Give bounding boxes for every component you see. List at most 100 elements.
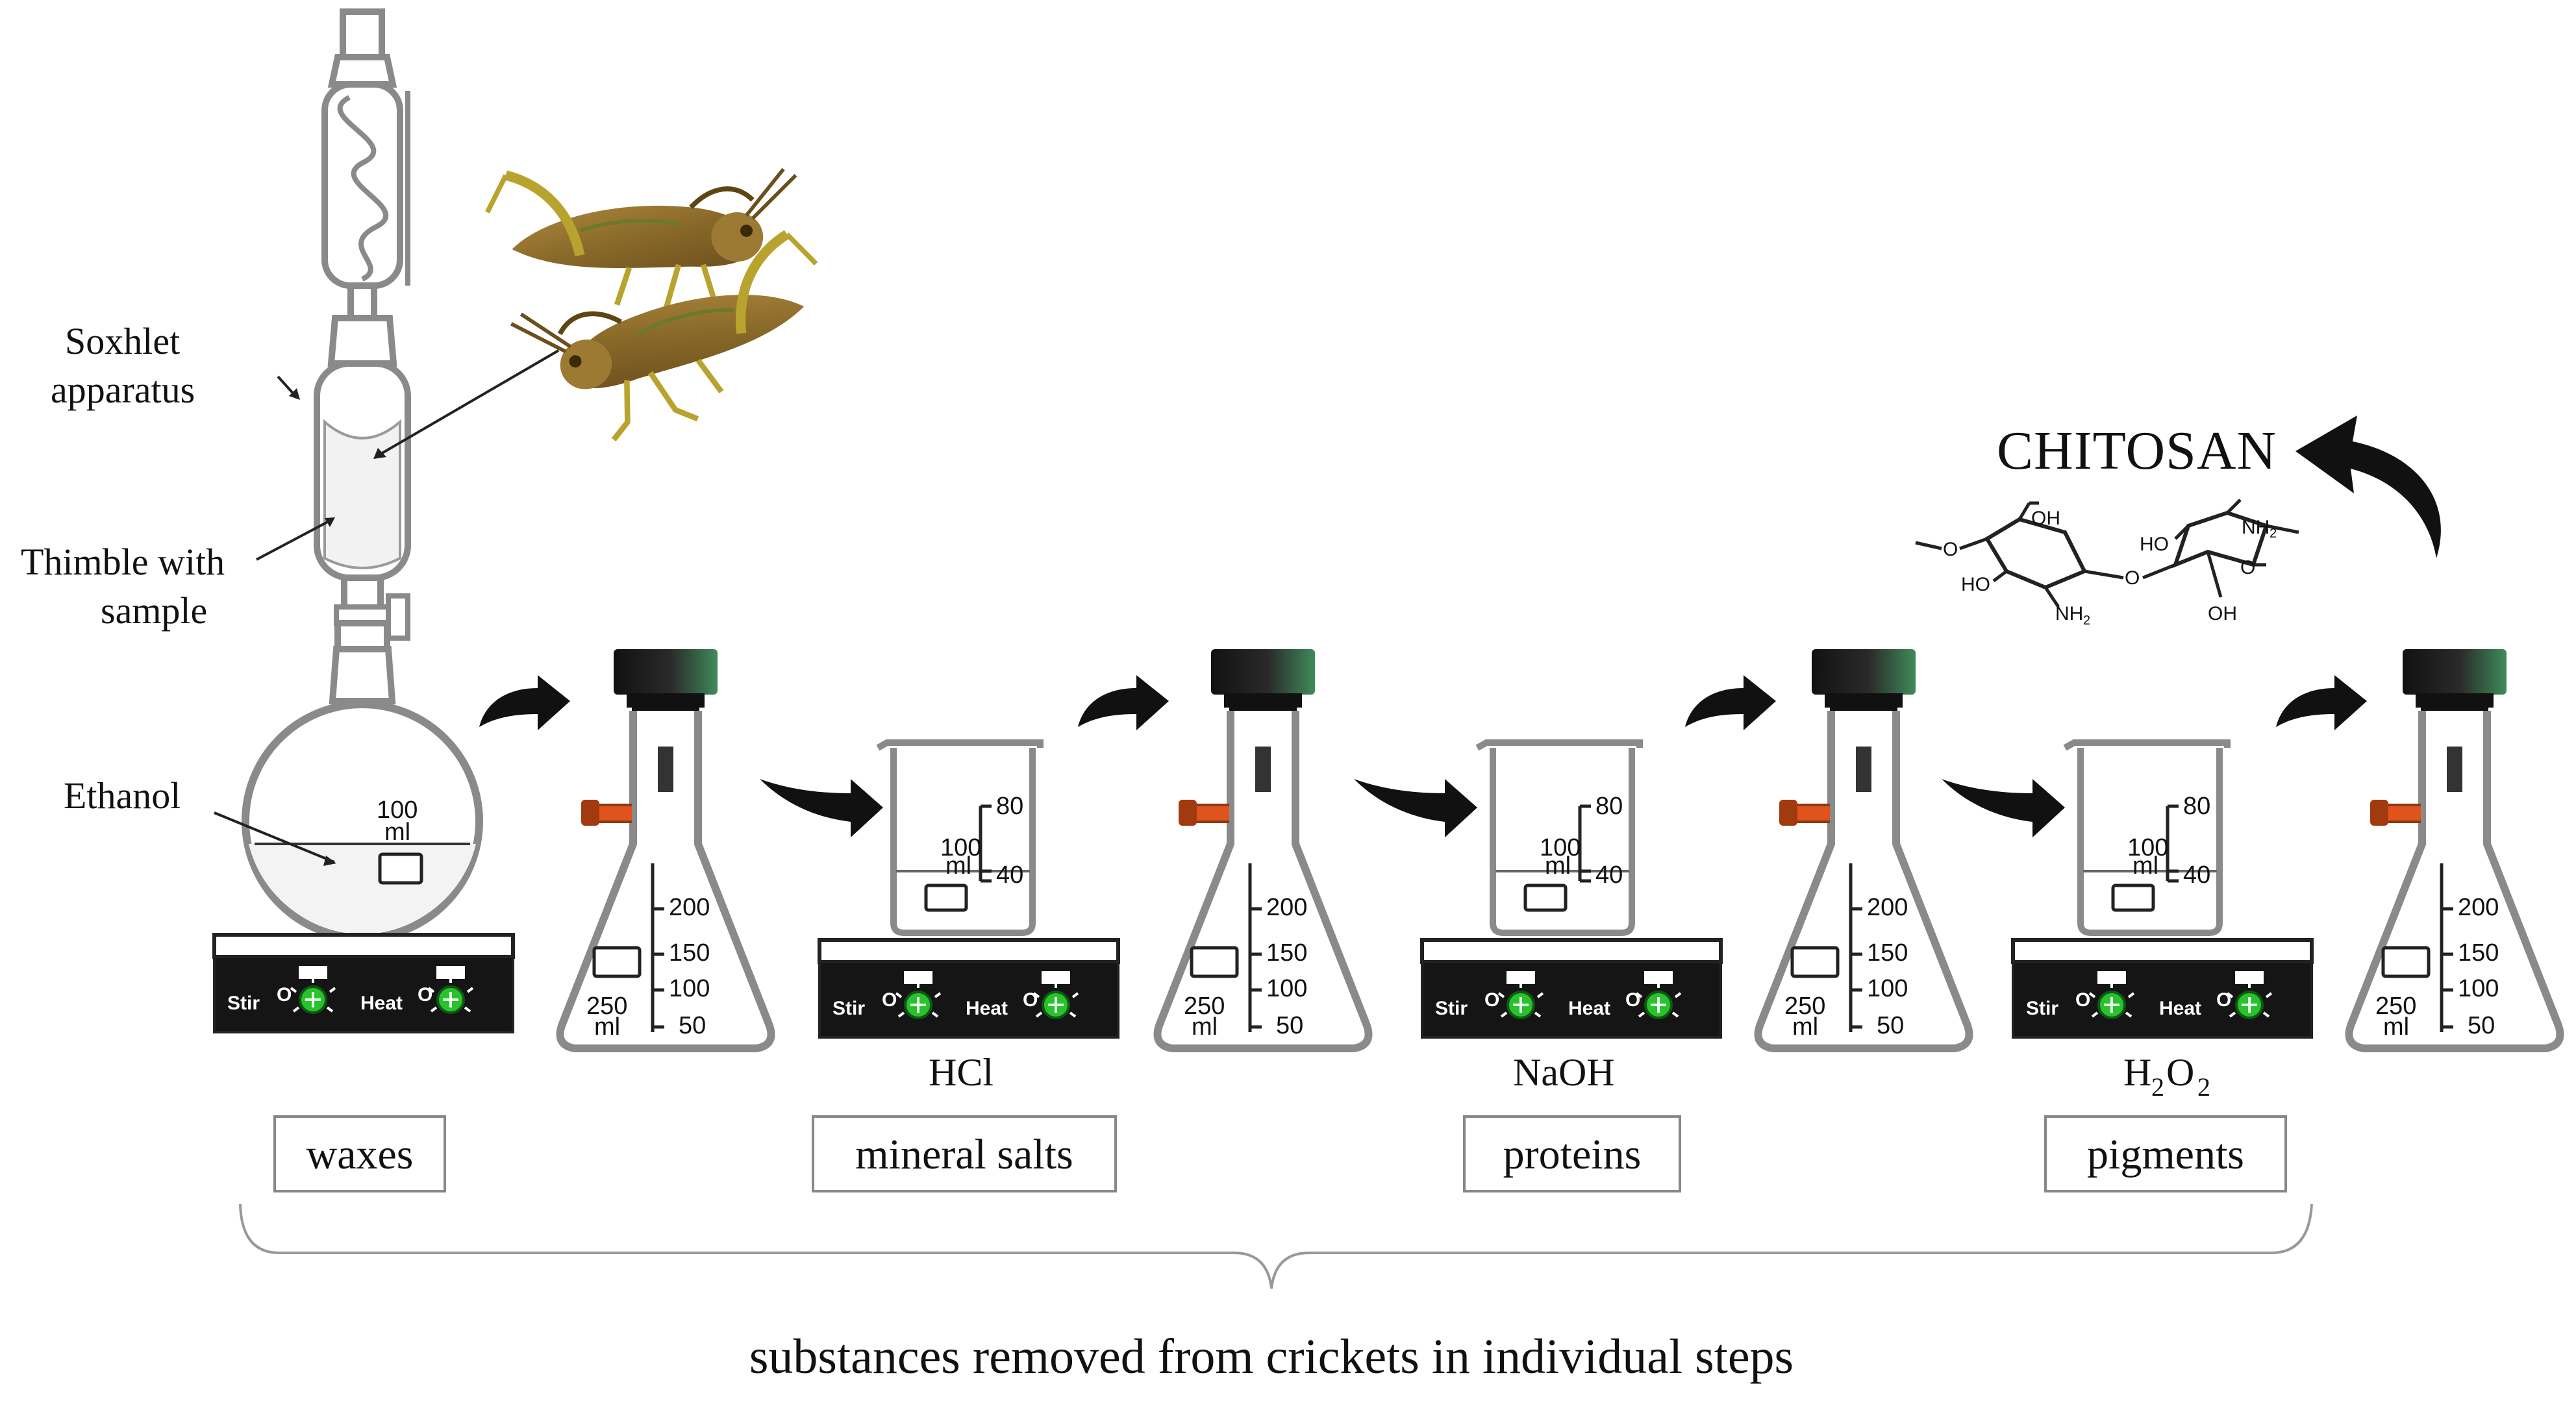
svg-text:100: 100 — [1867, 975, 1908, 1002]
box-pigments: pigments — [2044, 1115, 2287, 1192]
svg-text:Heat: Heat — [2159, 998, 2201, 1019]
svg-text:100: 100 — [940, 834, 981, 861]
thimble-label-line2: sample — [101, 589, 207, 632]
svg-text:O: O — [882, 989, 897, 1011]
svg-text:Stir: Stir — [1435, 998, 1468, 1019]
svg-text:mineral salts: mineral salts — [855, 1131, 1073, 1178]
svg-text:2: 2 — [2151, 1072, 2164, 1102]
svg-text:100: 100 — [669, 975, 710, 1002]
svg-text:Heat: Heat — [360, 993, 403, 1014]
svg-text:50: 50 — [2468, 1012, 2495, 1039]
svg-text:50: 50 — [1276, 1012, 1303, 1039]
svg-text:100: 100 — [1540, 834, 1581, 861]
soxhlet-label-line1: Soxhlet — [65, 320, 180, 362]
svg-text:HO: HO — [1961, 574, 1990, 595]
svg-text:ml: ml — [2383, 1013, 2409, 1041]
svg-text:ml: ml — [1192, 1013, 1218, 1041]
ethanol-label: Ethanol — [64, 774, 181, 817]
svg-text:O: O — [2125, 567, 2140, 589]
chitosan-arrow-icon — [2295, 415, 2441, 558]
filter-flask-3: 200 150 100 50 250 ml — [1758, 649, 1970, 1048]
svg-text:H: H — [2123, 1051, 2151, 1094]
svg-text:100: 100 — [2458, 975, 2499, 1002]
svg-text:O: O — [1625, 989, 1640, 1011]
svg-text:Stir: Stir — [2026, 998, 2058, 1019]
box-waxes: waxes — [273, 1115, 446, 1192]
reagent-naoh: NaOH — [1513, 1051, 1615, 1094]
box-mineral-salts: mineral salts — [812, 1115, 1117, 1192]
svg-text:50: 50 — [1877, 1012, 1904, 1039]
beaker-naoh: 80 100 ml 40 — [1477, 743, 1640, 933]
svg-text:O: O — [418, 984, 432, 1006]
soxhlet-label-line2: apparatus — [51, 369, 195, 411]
grouping-brace — [239, 1204, 2313, 1289]
svg-text:250: 250 — [1784, 993, 1825, 1020]
svg-text:2: 2 — [2083, 613, 2090, 628]
process-arrow-4-icon — [1354, 779, 1477, 837]
svg-text:O: O — [2216, 989, 2231, 1011]
svg-text:80: 80 — [1595, 793, 1623, 820]
hotplate-1: Stir O Heat O — [214, 935, 513, 1032]
svg-text:Heat: Heat — [966, 998, 1008, 1019]
svg-text:150: 150 — [2458, 939, 2499, 967]
flask-volume-unit: ml — [384, 819, 410, 846]
chitosan-structure — [1915, 499, 2299, 608]
hotplate-3: Stir O Heat O — [1422, 940, 1721, 1037]
svg-text:O: O — [1943, 539, 1958, 560]
chitosan-atom-labels: OH O HO NH 2 O HO NH 2 O OH — [1943, 508, 2277, 628]
process-arrow-5-icon — [1685, 675, 1776, 730]
process-arrow-6-icon — [1942, 779, 2065, 837]
svg-text:Stir: Stir — [227, 993, 260, 1014]
svg-text:40: 40 — [2183, 861, 2210, 889]
svg-text:250: 250 — [1184, 993, 1225, 1020]
svg-text:40: 40 — [1595, 861, 1623, 889]
svg-text:O: O — [1023, 989, 1038, 1011]
svg-text:ml: ml — [1545, 852, 1571, 880]
filter-flask-1: 200 150 100 50 250 ml — [560, 649, 771, 1048]
soxhlet-apparatus: 100 ml — [214, 8, 560, 942]
svg-text:NH: NH — [2242, 517, 2270, 538]
svg-text:200: 200 — [2458, 894, 2499, 921]
beaker-hcl: 80 100 ml 40 — [878, 743, 1040, 933]
svg-text:pigments: pigments — [2087, 1131, 2244, 1178]
svg-text:OH: OH — [2031, 508, 2060, 529]
thimble-label-line1: Thimble with — [21, 541, 225, 583]
process-arrow-3-icon — [1078, 675, 1169, 730]
svg-text:ml: ml — [945, 852, 971, 880]
hotplate-2: Stir O Heat O — [819, 940, 1118, 1037]
process-arrow-7-icon — [2276, 675, 2367, 730]
svg-text:proteins: proteins — [1503, 1131, 1642, 1178]
process-arrow-1-icon — [479, 675, 570, 730]
svg-text:Stir: Stir — [832, 998, 865, 1019]
hotplate-4: Stir O Heat O — [2013, 940, 2312, 1037]
svg-text:100: 100 — [2127, 834, 2168, 861]
svg-text:80: 80 — [996, 793, 1023, 820]
svg-text:O: O — [277, 984, 292, 1006]
svg-text:Heat: Heat — [1568, 998, 1610, 1019]
svg-text:200: 200 — [1867, 894, 1908, 921]
svg-text:250: 250 — [2375, 993, 2416, 1020]
product-title: CHITOSAN — [1997, 421, 2277, 481]
footer-caption: substances removed from crickets in indi… — [749, 1329, 1794, 1384]
svg-text:200: 200 — [669, 894, 710, 921]
svg-text:150: 150 — [1867, 939, 1908, 967]
filter-flask-2: 200 150 100 50 250 ml — [1158, 649, 1369, 1048]
svg-text:2: 2 — [2197, 1072, 2210, 1102]
svg-text:200: 200 — [1266, 894, 1307, 921]
svg-text:O: O — [2240, 557, 2255, 578]
svg-text:waxes: waxes — [306, 1131, 414, 1178]
reagent-hcl: HCl — [929, 1051, 994, 1094]
svg-text:ml: ml — [1792, 1013, 1818, 1041]
filter-flask-4: 200 150 100 50 250 ml — [2349, 649, 2560, 1048]
flask-volume-label: 100 — [377, 797, 418, 824]
svg-text:NH: NH — [2055, 603, 2083, 624]
round-bottom-flask: 100 ml — [242, 700, 483, 942]
svg-text:100: 100 — [1266, 975, 1307, 1002]
svg-text:80: 80 — [2183, 793, 2210, 820]
svg-text:250: 250 — [586, 993, 627, 1020]
svg-text:ml: ml — [2132, 852, 2158, 880]
svg-text:50: 50 — [679, 1012, 706, 1039]
svg-text:O: O — [2166, 1051, 2194, 1094]
svg-text:2: 2 — [2270, 526, 2277, 541]
